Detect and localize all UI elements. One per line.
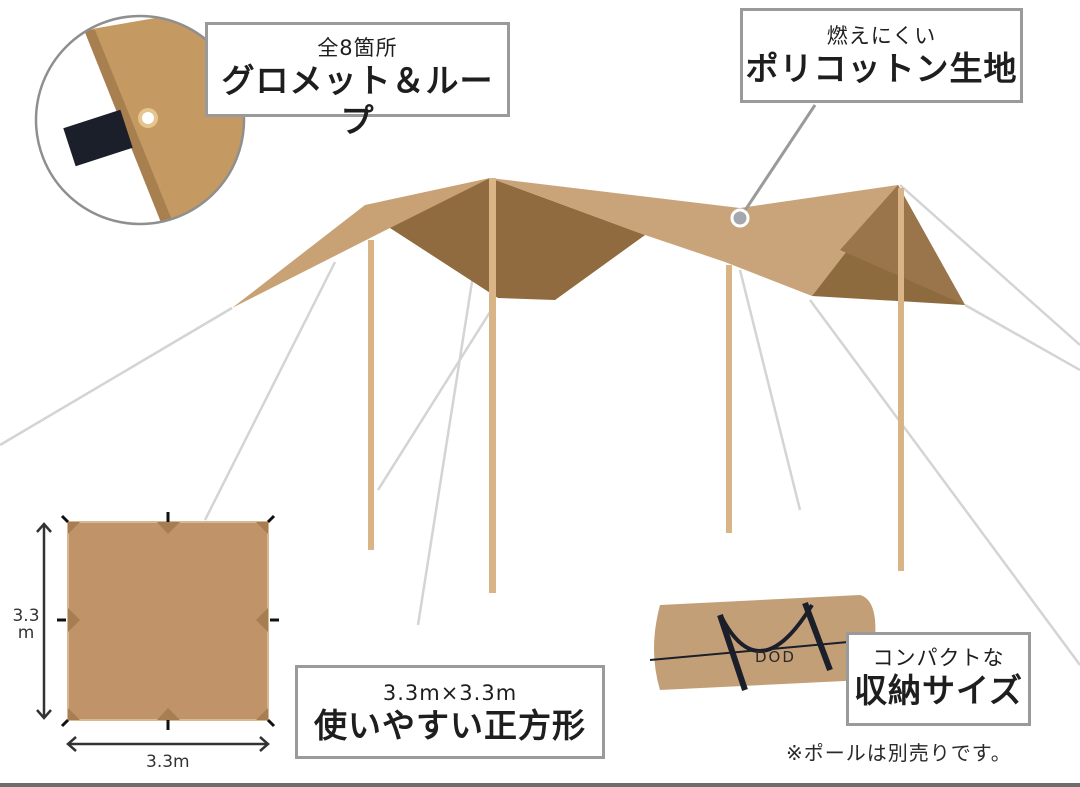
fabric-callout: 燃えにくい ポリコットン生地 [740,8,1023,103]
grommet-callout-line2: グロメット＆ループ [221,61,494,140]
fabric-pointer-dot [730,208,750,228]
storage-callout-line1: コンパクトな [872,646,1005,670]
shape-callout-line1: 3.3m×3.3m [382,681,518,705]
tarp-canopy [232,178,965,308]
height-unit: m [17,623,35,643]
shape-callout: 3.3m×3.3m 使いやすい正方形 [295,665,605,759]
storage-callout: コンパクトな 収納サイズ [846,632,1031,726]
fabric-callout-line1: 燃えにくい [826,24,937,48]
height-dimension: 3.3 m [11,608,41,642]
height-value: 3.3 [12,606,40,626]
grommet-callout: 全8箇所 グロメット＆ループ [205,22,510,140]
shape-callout-line2: 使いやすい正方形 [314,706,586,745]
bag-logo: DOD [755,648,796,666]
storage-callout-line2: 収納サイズ [853,671,1023,710]
pole-sold-separately-note: ※ポールは別売りです。 [786,741,1012,765]
width-dimension: 3.3m [146,752,190,772]
storage-bag [649,595,876,691]
fabric-callout-line2: ポリコットン生地 [745,49,1018,88]
bottom-border [0,783,1080,787]
grommet-callout-line1: 全8箇所 [317,36,398,60]
poles [368,178,904,593]
square-diagram [36,512,279,752]
